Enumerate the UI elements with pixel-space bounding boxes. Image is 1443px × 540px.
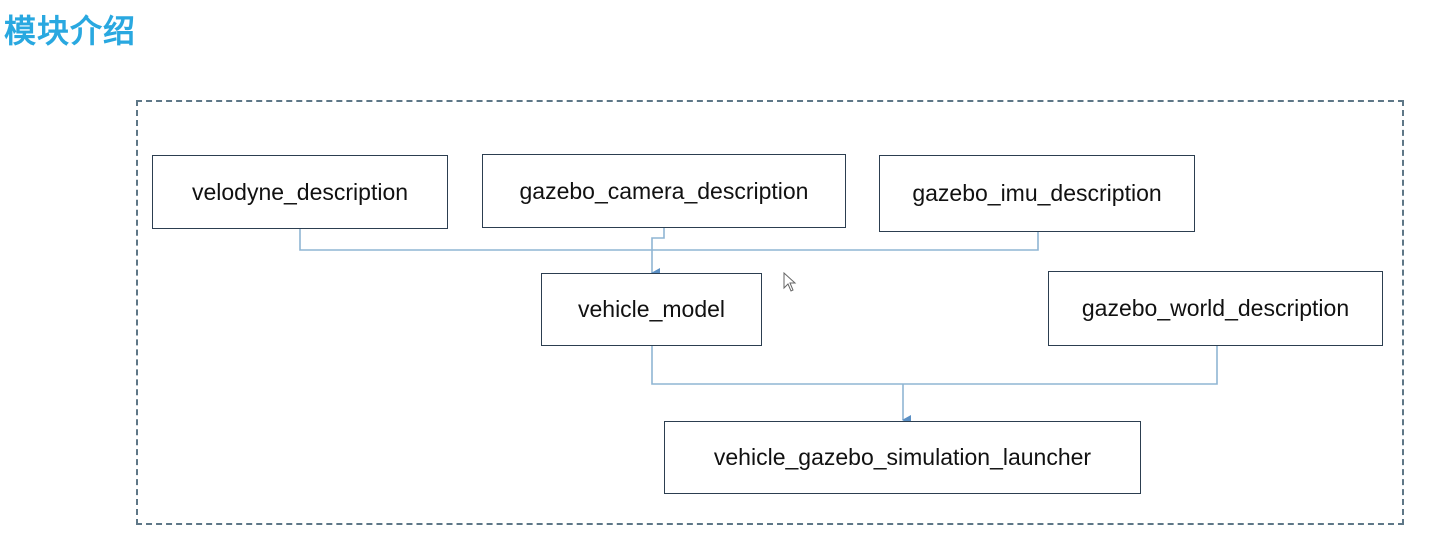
- node-gazebo-world-description: gazebo_world_description: [1048, 271, 1383, 346]
- node-vehicle-gazebo-simulation-launcher: vehicle_gazebo_simulation_launcher: [664, 421, 1141, 494]
- node-gazebo-imu-description: gazebo_imu_description: [879, 155, 1195, 232]
- node-velodyne-description: velodyne_description: [152, 155, 448, 229]
- mouse-cursor-icon: [783, 272, 797, 292]
- module-group-frame: [136, 100, 1404, 525]
- page-title: 模块介绍: [4, 12, 137, 50]
- node-vehicle-model: vehicle_model: [541, 273, 762, 346]
- node-gazebo-camera-description: gazebo_camera_description: [482, 154, 846, 228]
